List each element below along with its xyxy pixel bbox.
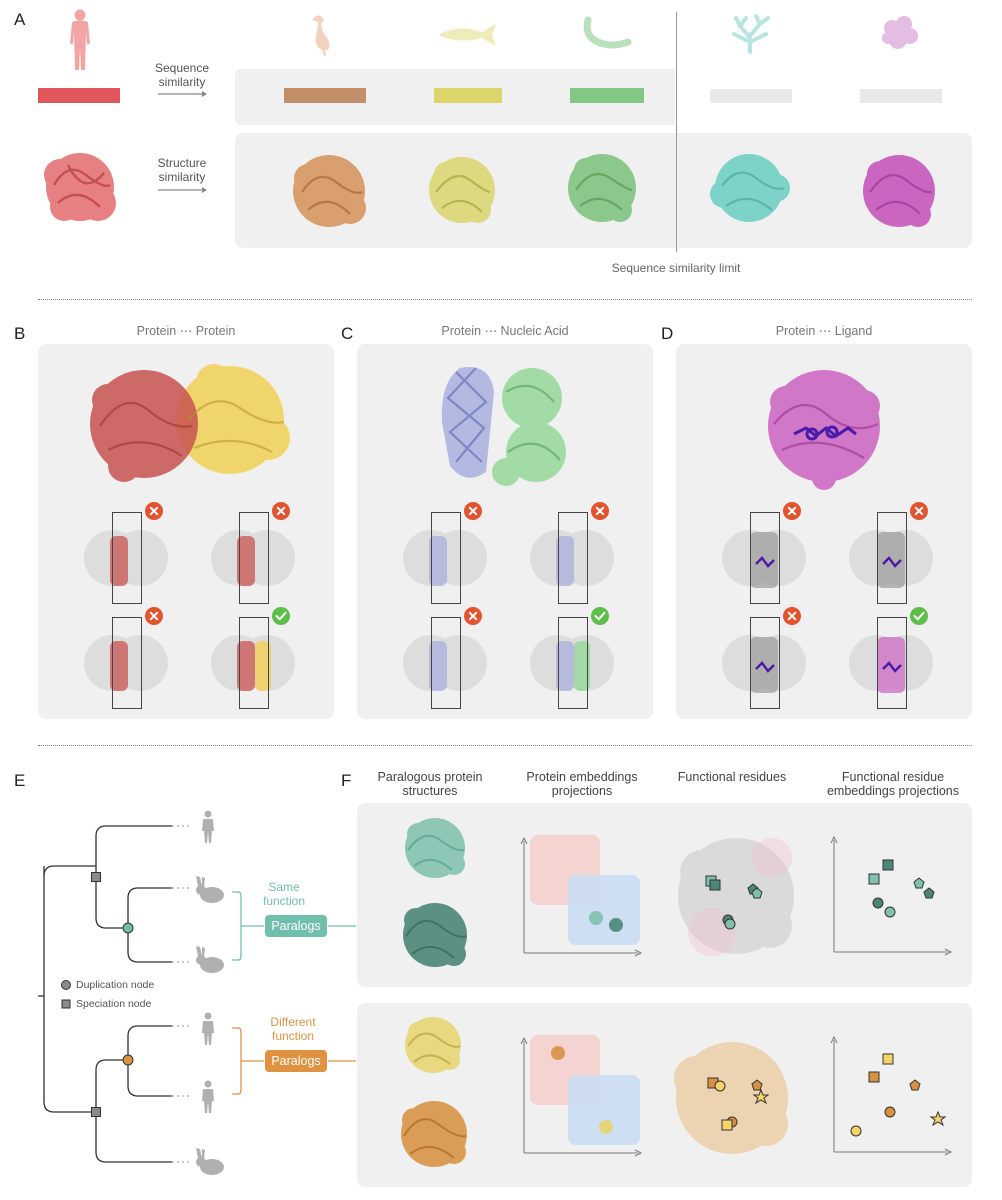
cross-icon <box>145 607 163 625</box>
col-title-functional-residues: Functional residues <box>677 770 787 784</box>
cross-icon <box>783 607 801 625</box>
human-protein-structure <box>44 153 116 221</box>
col-title-residue-embedding-projections: Functional residue embeddings projection… <box>826 770 960 798</box>
coral-protein-structure <box>710 154 790 222</box>
cross-icon <box>910 502 928 520</box>
different-function-label: Different function <box>270 1015 316 1043</box>
paralog-structure-dark-teal <box>403 903 467 967</box>
human-icon <box>202 1080 214 1113</box>
panel-d-title: Protein ⋯ Ligand <box>775 324 873 338</box>
protein-nucleic-acid-complex <box>441 367 566 486</box>
panel-letter-c: C <box>341 324 354 343</box>
paralog-structure-orange <box>401 1101 467 1167</box>
check-icon <box>910 607 928 625</box>
worm-silhouette-icon <box>583 16 632 49</box>
protein-ligand-interface-example <box>722 617 806 709</box>
coral-sequence-bar <box>710 89 792 103</box>
protein-ligand-interface-example <box>849 512 933 604</box>
paralogs-different-function-button[interactable]: Paralogs <box>265 1050 327 1072</box>
panel-letter-a: A <box>14 10 26 29</box>
residue-projection-different-function <box>830 1035 953 1156</box>
panel-letter-e: E <box>14 771 26 790</box>
cross-icon <box>272 502 290 520</box>
rabbit-icon <box>196 1148 224 1175</box>
protein-ligand-complex <box>768 370 880 490</box>
phylogenetic-tree <box>38 825 356 1163</box>
rabbit-icon <box>196 876 224 903</box>
protein-ligand-interface-example <box>722 512 806 604</box>
legend-speciation-node: Speciation node <box>76 998 152 1010</box>
protein-protein-interface-example <box>211 512 295 604</box>
sponge-sequence-bar <box>860 89 942 103</box>
worm-protein-structure <box>568 154 636 222</box>
protein-nucleic-acid-interface-example <box>530 617 614 709</box>
sequence-limit-label: Sequence similarity limit <box>611 261 741 275</box>
panel-letter-b: B <box>14 324 26 343</box>
protein-protein-interface-example <box>84 617 168 709</box>
panel-c-title: Protein ⋯ Nucleic Acid <box>441 324 569 338</box>
protein-protein-interface-example <box>84 512 168 604</box>
residue-projection-same-function <box>830 835 953 956</box>
panel-letter-d: D <box>661 324 674 343</box>
bird-protein-structure <box>293 155 366 227</box>
protein-nucleic-acid-interface-example <box>530 512 614 604</box>
panel-letter-f: F <box>341 771 352 790</box>
check-icon <box>591 607 609 625</box>
bird-silhouette-icon <box>312 15 330 56</box>
worm-sequence-bar <box>570 88 644 103</box>
functional-residues-same-function <box>678 838 794 956</box>
coral-silhouette-icon <box>732 14 770 54</box>
cross-icon <box>145 502 163 520</box>
protein-protein-interface-example <box>211 617 295 709</box>
panel-b-title: Protein ⋯ Protein <box>136 324 236 338</box>
human-icon <box>202 1012 214 1045</box>
section-divider <box>38 745 972 746</box>
sponge-protein-structure <box>863 155 935 227</box>
fish-silhouette-icon <box>440 24 496 46</box>
paralog-structure-light-teal <box>405 818 465 878</box>
col-title-paralogous-structures: Paralogous protein structures <box>377 770 483 798</box>
legend-duplication-node: Duplication node <box>76 979 155 991</box>
cross-icon <box>464 607 482 625</box>
protein-nucleic-acid-interface-example <box>403 617 487 709</box>
bird-sequence-bar <box>284 88 366 103</box>
same-function-label: Same function <box>262 880 306 908</box>
sponge-silhouette-icon <box>882 16 918 49</box>
arrow-right-icon <box>158 91 207 97</box>
fish-protein-structure <box>429 157 495 223</box>
check-icon <box>272 607 290 625</box>
protein-protein-complex <box>90 364 290 482</box>
sequence-similarity-label: Sequence similarity <box>154 61 210 89</box>
fish-sequence-bar <box>434 88 502 103</box>
paralogs-same-function-button[interactable]: Paralogs <box>265 915 327 937</box>
human-icon <box>202 810 214 843</box>
protein-nucleic-acid-interface-example <box>403 512 487 604</box>
human-silhouette-icon <box>70 9 90 70</box>
human-sequence-bar <box>38 88 120 103</box>
sequence-limit-line <box>676 12 677 252</box>
embedding-projection-same-function <box>520 835 643 957</box>
structure-similarity-label: Structure similarity <box>157 156 207 184</box>
rabbit-icon <box>196 946 224 973</box>
embedding-projection-different-function <box>520 1035 643 1157</box>
section-divider <box>38 299 972 300</box>
cross-icon <box>591 502 609 520</box>
col-title-embedding-projections: Protein embeddings projections <box>526 770 638 798</box>
cross-icon <box>464 502 482 520</box>
paralog-structure-yellow <box>405 1017 461 1073</box>
arrow-right-icon <box>158 187 207 193</box>
cross-icon <box>783 502 801 520</box>
functional-residues-different-function <box>674 1042 788 1154</box>
protein-ligand-interface-example <box>849 617 933 709</box>
